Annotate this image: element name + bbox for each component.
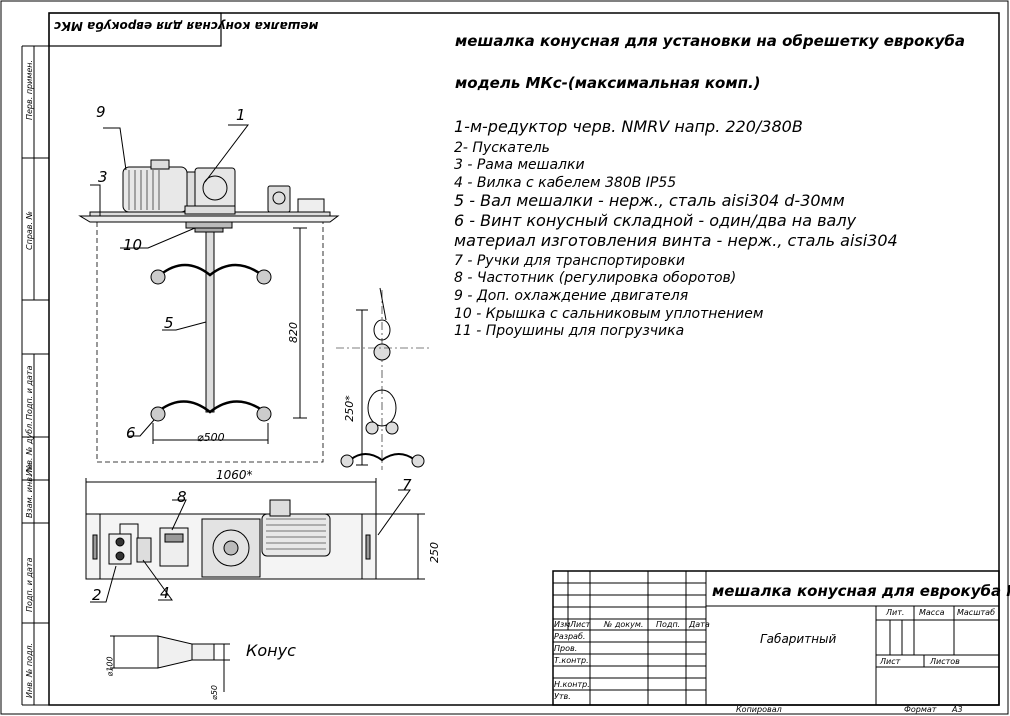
callout-4: 4 xyxy=(160,584,170,602)
stamp-row-developer: Разраб. xyxy=(554,632,586,641)
strip-label-5: Взам. инв. № xyxy=(25,463,34,518)
blade-detail xyxy=(336,287,430,470)
spec-item-6: 6 - Винт конусный складной - один/два на… xyxy=(454,211,857,230)
corner-stamp: мешалка конусная для еврокуба МКс xyxy=(54,19,319,33)
cone-label: Конус xyxy=(246,641,296,660)
spec-item-8: 8 - Частотник (регулировка оборотов) xyxy=(454,270,737,286)
stamp-row-approved: Утв. xyxy=(554,692,571,701)
callout-9: 9 xyxy=(96,103,106,121)
stamp-col-sign: Подп. xyxy=(656,620,681,629)
dim-cone-small: ⌀50 xyxy=(210,685,219,700)
strip-label-7: Инв. № подл. xyxy=(25,642,34,698)
callout-3: 3 xyxy=(98,168,108,186)
stamp-col-list: Лист xyxy=(570,620,591,629)
drawing-title: мешалка конусная для установки на обреше… xyxy=(455,32,966,50)
spec-item-11: 11 - Проушины для погрузчика xyxy=(454,323,685,339)
spec-item-9: 9 - Доп. охлаждение двигателя xyxy=(454,288,689,304)
dim-blade-fold: 250* xyxy=(342,395,356,422)
callout-2: 2 xyxy=(92,586,102,604)
spec-item-3: 3 - Рама мешалки xyxy=(454,157,585,173)
spec-item-1: 1-м-редуктор черв. NMRV напр. 220/380В xyxy=(454,117,803,136)
stamp-title: мешалка конусная для еврокуба МКс xyxy=(712,582,1010,600)
spec-item-4: 4 - Вилка с кабелем 380В IP55 xyxy=(454,175,677,191)
dim-diameter: ⌀500 xyxy=(197,431,225,444)
spec-item-10: 10 - Крышка с сальниковым уплотнением xyxy=(454,306,764,322)
spec-item-2: 2- Пускатель xyxy=(454,140,550,156)
stamp-format: Формат xyxy=(904,705,937,714)
drawing-model: модель МКс-(максимальная комп.) xyxy=(455,74,761,92)
callout-6: 6 xyxy=(126,424,136,442)
stamp-sheet: Лист xyxy=(880,657,901,666)
strip-label-6: Подп. и дата xyxy=(25,557,34,613)
stamp-scale: Масштаб xyxy=(957,608,996,617)
strip-label-2: Справ. № xyxy=(25,211,34,250)
cone xyxy=(110,635,230,692)
callout-7: 7 xyxy=(402,476,412,494)
stamp-col-date: Дата xyxy=(689,620,710,629)
stamp-col-izm: Изм xyxy=(554,620,571,629)
dim-width: 1060* xyxy=(216,468,253,482)
strip-label-3: Подп. и дата xyxy=(25,365,34,421)
stamp-mass: Масса xyxy=(919,608,945,617)
spec-item-5: 5 - Вал мешалки - нерж., сталь aisi304 d… xyxy=(454,191,845,210)
stamp-sheets: Листов xyxy=(930,657,960,666)
spec-item-6-material: материал изготовления винта - нерж., ста… xyxy=(454,231,898,250)
top-view xyxy=(85,478,425,603)
stamp-col-doc: № докум. xyxy=(604,620,644,629)
callout-1: 1 xyxy=(236,106,246,124)
front-view xyxy=(78,124,340,463)
stamp-row-checker: Пров. xyxy=(554,644,578,653)
callout-10: 10 xyxy=(123,236,143,254)
stamp-row-tech-control: Т.контр. xyxy=(554,656,589,665)
dim-cone-big: ⌀100 xyxy=(105,656,115,677)
title-block xyxy=(552,570,1000,706)
callout-5: 5 xyxy=(164,314,174,332)
stamp-copied: Копировал xyxy=(736,705,782,714)
stamp-row-norm-control: Н.контр. xyxy=(554,680,590,689)
dim-height: 820 xyxy=(287,322,300,343)
stamp-lit: Лит. xyxy=(886,608,905,617)
dim-depth: 250 xyxy=(428,542,441,563)
strip-label-1: Перв. примен. xyxy=(25,59,34,120)
stamp-format-value: А3 xyxy=(952,705,963,714)
stamp-doc-name: Габаритный xyxy=(760,632,837,646)
spec-item-7: 7 - Ручки для транспортировки xyxy=(454,253,685,269)
callout-8: 8 xyxy=(177,488,187,506)
